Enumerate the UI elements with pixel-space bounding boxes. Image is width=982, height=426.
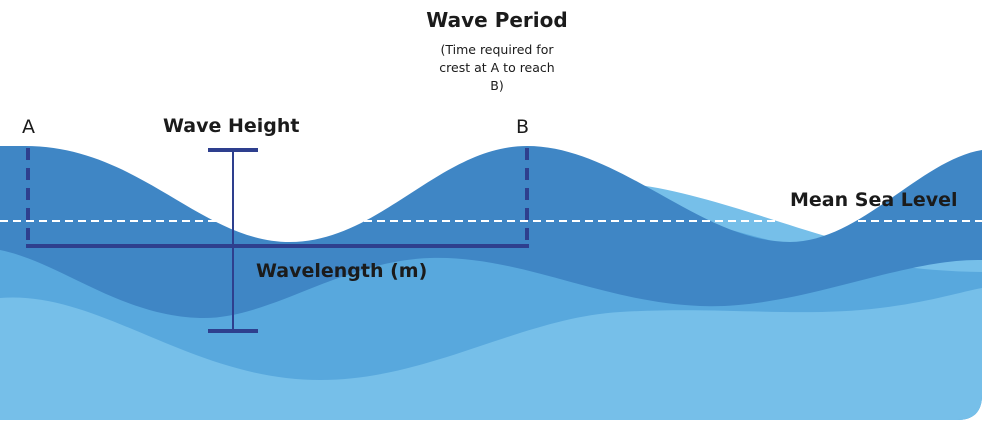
- front-wave-dark: [0, 146, 982, 319]
- wave-height-label: Wave Height: [163, 115, 300, 137]
- wave-period-title: Wave Period: [426, 8, 568, 32]
- mean-sea-level-label: Mean Sea Level: [790, 189, 958, 211]
- point-b-label: B: [516, 116, 530, 138]
- bottom-wave-light: [0, 288, 982, 420]
- wave-period-subtitle: (Time required for crest at A to reach B…: [439, 42, 555, 93]
- wavelength-label: Wavelength (m): [256, 260, 428, 282]
- point-a-label: A: [22, 116, 35, 138]
